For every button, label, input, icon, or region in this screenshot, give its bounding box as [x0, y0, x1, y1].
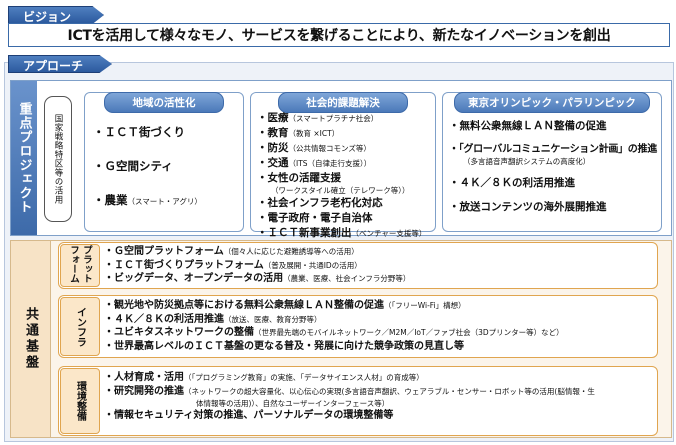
list-item: ・医療（スマートプラチナ社会）	[257, 112, 379, 124]
common-foundation-label: 共通基盤	[11, 241, 51, 437]
list-item-note: （ワークスタイル確立（テレワーク等））	[271, 186, 410, 195]
list-item: ・ＩＣＴ街づくりプラットフォーム（普及展開・共通IDの活用）	[104, 259, 362, 271]
list-item: ・放送コンテンツの海外展開推進	[449, 201, 607, 213]
list-item: ・「グローバルコミュニケーション計画」の推進	[449, 144, 657, 155]
list-item: ・農業（スマート・アグリ）	[93, 193, 202, 207]
column-social-header: 社会的課題解決	[278, 92, 408, 113]
row-platform-label: プラットフォーム	[60, 244, 100, 287]
row-environment	[58, 366, 658, 436]
column-regional: 地域の活性化 ・ＩＣＴ街づくり ・Ｇ空間シティ ・農業（スマート・アグリ）	[84, 92, 244, 232]
column-regional-header: 地域の活性化	[104, 92, 224, 113]
list-item: ・４Ｋ／８Ｋの利活用推進（放送、医療、教育分野等）	[104, 313, 322, 325]
list-item: ・Ｇ空間シティ	[93, 159, 173, 173]
list-item: ・交通（ITS（自律走行支援））	[257, 157, 372, 169]
list-item: ・無料公衆無線ＬＡＮ整備の促進	[449, 120, 607, 132]
vision-box: ICTを活用して様々なモノ、サービスを繋げることにより、新たなイノベーションを創…	[8, 23, 670, 47]
list-item: ・研究開発の推進（ネットワークの超大容量化、以心伝心の実現(多言語音声翻訳、ウェ…	[104, 385, 595, 397]
approach-tab: アプローチ	[8, 55, 112, 73]
column-olympics: 東京オリンピック・パラリンピック ・無料公衆無線ＬＡＮ整備の促進 ・「グローバル…	[442, 92, 662, 232]
list-item-note: 体情報等の活用)）、自然なユーザーインターフェース等）	[196, 399, 390, 408]
vision-text: ICTを活用して様々なモノ、サービスを繋げることにより、新たなイノベーションを創…	[67, 28, 611, 44]
list-item-note: （多言語音声翻訳システムの高度化）	[463, 157, 591, 166]
list-item: ・世界最高レベルのＩＣＴ基盤の更なる普及・発展に向けた競争政策の見直し等	[104, 340, 464, 352]
list-item: ・４Ｋ／８Ｋの利活用推進	[449, 177, 575, 189]
list-item: ・ユビキタスネットワークの整備（世界最先端のモバイルネットワーク／M2M／IoT…	[104, 327, 564, 338]
list-item: ・教育（教育 ×ICT）	[257, 127, 340, 139]
vision-label: ビジョン	[23, 10, 72, 24]
row-platform	[58, 242, 658, 289]
list-item: ・女性の活躍支援	[257, 172, 341, 184]
list-item: ・情報セキュリティ対策の推進、パーソナルデータの環境整備等	[104, 410, 394, 421]
priority-projects-label: 重点プロジェクト	[11, 81, 37, 235]
row-infra-label: インフラ	[60, 297, 100, 356]
list-item: ・防災（公共情報コモンズ等）	[257, 142, 371, 154]
special-zone-bracket: 国家戦略特区等の活用	[44, 96, 72, 222]
vision-tab: ビジョン	[8, 6, 104, 24]
list-item: ・観光地や防災拠点等における無料公衆無線ＬＡＮ整備の促進（「フリーWi-Fi」構…	[104, 300, 466, 311]
list-item: ・ビッグデータ、オープンデータの活用（農業、医療、社会インフラ分野等）	[104, 273, 411, 284]
approach-label: アプローチ	[23, 59, 84, 73]
list-item: ・ＩＣＴ街づくり	[93, 125, 185, 139]
column-olympics-header: 東京オリンピック・パラリンピック	[454, 92, 650, 113]
row-environment-label: 環境整備	[60, 368, 100, 434]
row-infra	[58, 295, 658, 358]
list-item: ・人材育成・活用（「プログラミング教育」の実施、「データサイエンス人材」の育成等…	[104, 372, 424, 383]
list-item: ・社会インフラ老朽化対応	[257, 197, 383, 209]
list-item: ・ＩＣＴ新事業創出（ベンチャー支援等）	[257, 227, 427, 239]
list-item: ・電子政府・電子自治体	[257, 212, 373, 224]
column-social: 社会的課題解決 ・医療（スマートプラチナ社会） ・教育（教育 ×ICT） ・防災…	[250, 92, 436, 239]
list-item: ・Ｇ空間プラットフォーム（個々人に応じた避難誘導等への活用）	[104, 246, 359, 257]
